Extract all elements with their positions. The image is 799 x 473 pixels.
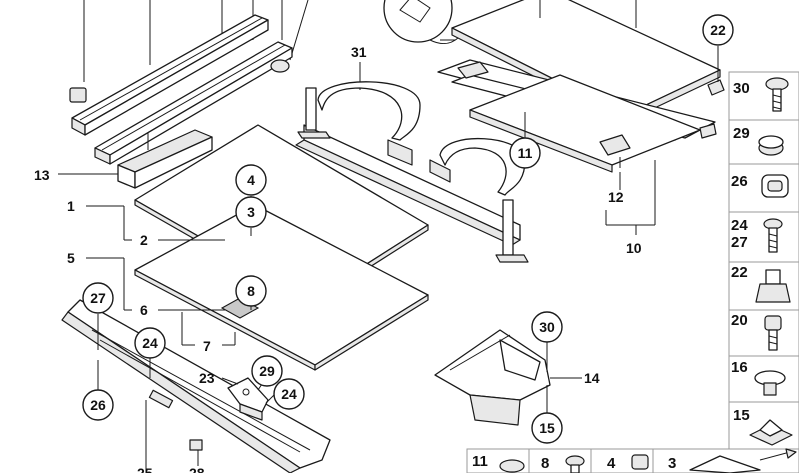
panel-labels: 1 2 5 6 7 <box>67 198 236 354</box>
svg-text:4: 4 <box>607 455 616 472</box>
label-25: 25 <box>137 465 153 473</box>
callout-27: 27 <box>82 282 114 350</box>
svg-text:24: 24 <box>142 335 158 351</box>
sidebar-item-24-27: 24 27 <box>728 211 799 263</box>
label-24-line: 24 <box>731 217 748 234</box>
svg-text:3: 3 <box>668 455 676 472</box>
svg-text:22: 22 <box>731 264 748 281</box>
label-6: 6 <box>140 302 148 318</box>
callout-22: 22 <box>702 14 734 82</box>
sidebar-item-29: 29 <box>728 119 799 165</box>
nut-icon <box>755 269 791 303</box>
sidebar-item-26: 26 <box>728 163 799 213</box>
callout-24-left: 24 <box>134 327 166 378</box>
label-7: 7 <box>203 338 211 354</box>
clip-nut-icon <box>749 419 793 446</box>
svg-text:16: 16 <box>731 359 748 376</box>
part-13-strip: 13 <box>34 129 213 189</box>
label-10: 10 <box>626 240 642 256</box>
svg-text:15: 15 <box>539 420 555 436</box>
rivet-icon <box>754 370 786 396</box>
svg-text:8: 8 <box>247 283 255 299</box>
key-card-icon <box>689 448 797 473</box>
screw-icon <box>765 77 789 112</box>
bottom-item-8: 8 <box>528 448 592 473</box>
label-28: 28 <box>189 465 205 473</box>
svg-text:30: 30 <box>539 319 555 335</box>
svg-text:11: 11 <box>472 453 488 470</box>
callout-4: 4 <box>235 164 267 202</box>
svg-text:3: 3 <box>247 204 255 220</box>
callout-26: 26 <box>82 360 114 421</box>
label-5: 5 <box>67 250 75 266</box>
floor-panel-lower <box>134 204 429 371</box>
sidebar-label-24-27: 24 27 <box>731 217 752 251</box>
part-25-sill-trim: 25 28 <box>61 299 331 473</box>
cap-icon <box>758 135 784 156</box>
callout-11: 11 <box>509 112 541 169</box>
clip-icon <box>761 174 789 198</box>
svg-text:8: 8 <box>541 455 549 472</box>
svg-text:11: 11 <box>518 145 533 161</box>
svg-text:20: 20 <box>731 312 748 329</box>
sidebar-item-15: 15 <box>728 401 799 451</box>
bolt-icon <box>631 454 649 470</box>
nut-icon <box>499 459 525 473</box>
label-31: 31 <box>351 44 367 60</box>
callout-15: 15 <box>531 385 563 444</box>
svg-text:15: 15 <box>733 407 750 424</box>
sidebar-item-20: 20 <box>728 309 799 357</box>
svg-text:30: 30 <box>733 80 750 97</box>
sidebar-item-16: 16 <box>728 355 799 403</box>
svg-text:29: 29 <box>733 125 750 142</box>
part-14-bin: 14 <box>434 329 600 426</box>
sidebar-item-22: 22 <box>728 261 799 311</box>
fastener-sidebar: 30 29 26 <box>728 71 799 451</box>
screw-icon <box>565 455 585 473</box>
bottom-item-4: 4 <box>590 448 654 473</box>
svg-text:29: 29 <box>259 363 275 379</box>
svg-text:26: 26 <box>731 173 748 190</box>
svg-text:22: 22 <box>710 22 726 38</box>
svg-text:26: 26 <box>90 397 106 413</box>
label-14: 14 <box>584 370 600 386</box>
labels-12-10: 12 10 <box>605 157 656 256</box>
label-13: 13 <box>34 167 50 183</box>
label-12: 12 <box>608 189 624 205</box>
callout-24-right: 24 <box>265 378 305 410</box>
label-2: 2 <box>140 232 148 248</box>
label-23: 23 <box>199 370 215 386</box>
callout-3: 3 <box>235 196 267 236</box>
svg-text:27: 27 <box>90 290 106 306</box>
svg-text:4: 4 <box>247 172 255 188</box>
fastener-bottom-row: 11 8 4 3 <box>466 448 799 473</box>
svg-text:24: 24 <box>281 386 297 402</box>
callout-29: 29 <box>251 355 283 391</box>
shelf-assembly <box>383 0 725 173</box>
rail-assembly <box>69 0 309 165</box>
part-23-bracket: 23 <box>199 370 269 421</box>
bottom-item-3: 3 <box>652 448 799 473</box>
bottom-item-11: 11 <box>466 448 530 473</box>
sidebar-item-30: 30 <box>728 71 799 121</box>
part-31-strap-holder: 31 <box>295 44 529 263</box>
label-27-line: 27 <box>731 234 748 251</box>
screw-long-icon <box>763 218 783 253</box>
callout-8: 8 <box>235 275 267 310</box>
callout-30: 30 <box>531 311 563 372</box>
label-1: 1 <box>67 198 75 214</box>
bolt-icon <box>764 315 782 351</box>
